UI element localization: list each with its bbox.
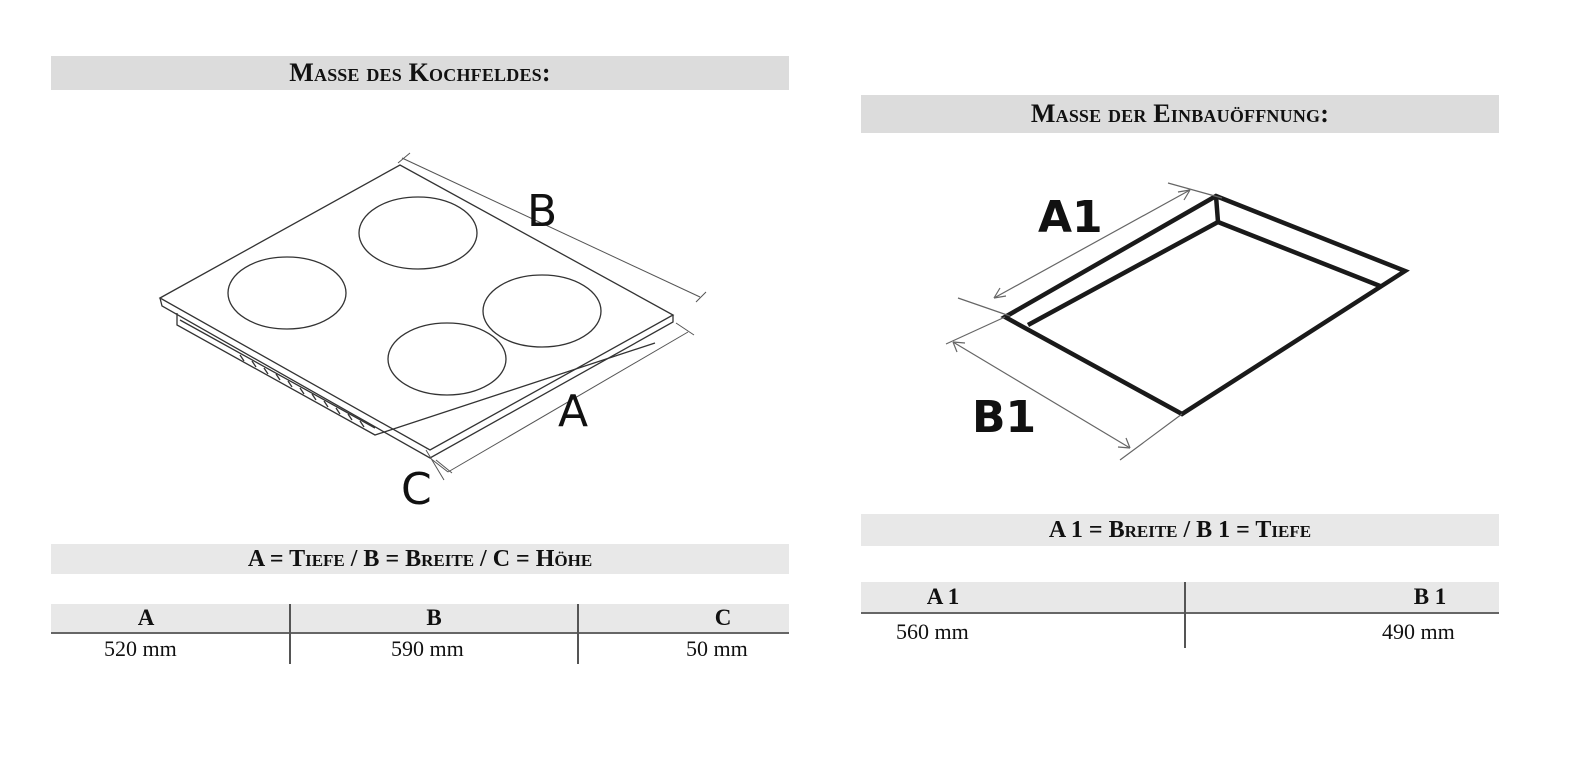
cutout-value-b1: 490 mm	[1382, 619, 1455, 644]
label-a: A	[558, 386, 589, 437]
cutout-legend: A 1 = Breite / B 1 = Tiefe	[861, 514, 1499, 546]
hob-thickness-edge	[159, 297, 674, 459]
label-c: C	[401, 464, 432, 515]
label-a1: A1	[1038, 192, 1103, 243]
hob-col-divider-1	[289, 604, 291, 664]
cutout-col-divider	[1184, 582, 1186, 648]
cutout-dimensions-title: Maße der Einbauöffnung:	[861, 95, 1499, 133]
hob-col-c: C	[714, 605, 732, 630]
hob-value-c: 50 mm	[686, 636, 748, 661]
burner-front-right	[482, 274, 602, 348]
hob-col-b: B	[426, 605, 442, 630]
hob-col-divider-2	[577, 604, 579, 664]
burner-front-left	[387, 322, 507, 396]
cutout-col-b1: B 1	[1413, 584, 1447, 609]
cutout-col-a1: A 1	[926, 584, 960, 609]
label-b: B	[527, 186, 558, 237]
hob-legend: A = Tiefe / B = Breite / C = Höhe	[51, 544, 789, 574]
cutout-value-a1: 560 mm	[896, 619, 969, 644]
hob-col-a: A	[137, 605, 155, 630]
hob-vents	[239, 354, 365, 428]
burner-back-left	[227, 256, 347, 330]
hob-dimensions-title: Maße des Kochfeldes:	[51, 56, 789, 90]
hob-top-surface	[158, 164, 675, 451]
label-b1: B1	[972, 392, 1037, 443]
cutout-table-header	[861, 582, 1499, 614]
hob-value-b: 590 mm	[391, 636, 464, 661]
burner-back-right	[358, 196, 478, 270]
hob-value-a: 520 mm	[104, 636, 177, 661]
hob-table-header	[51, 604, 789, 634]
